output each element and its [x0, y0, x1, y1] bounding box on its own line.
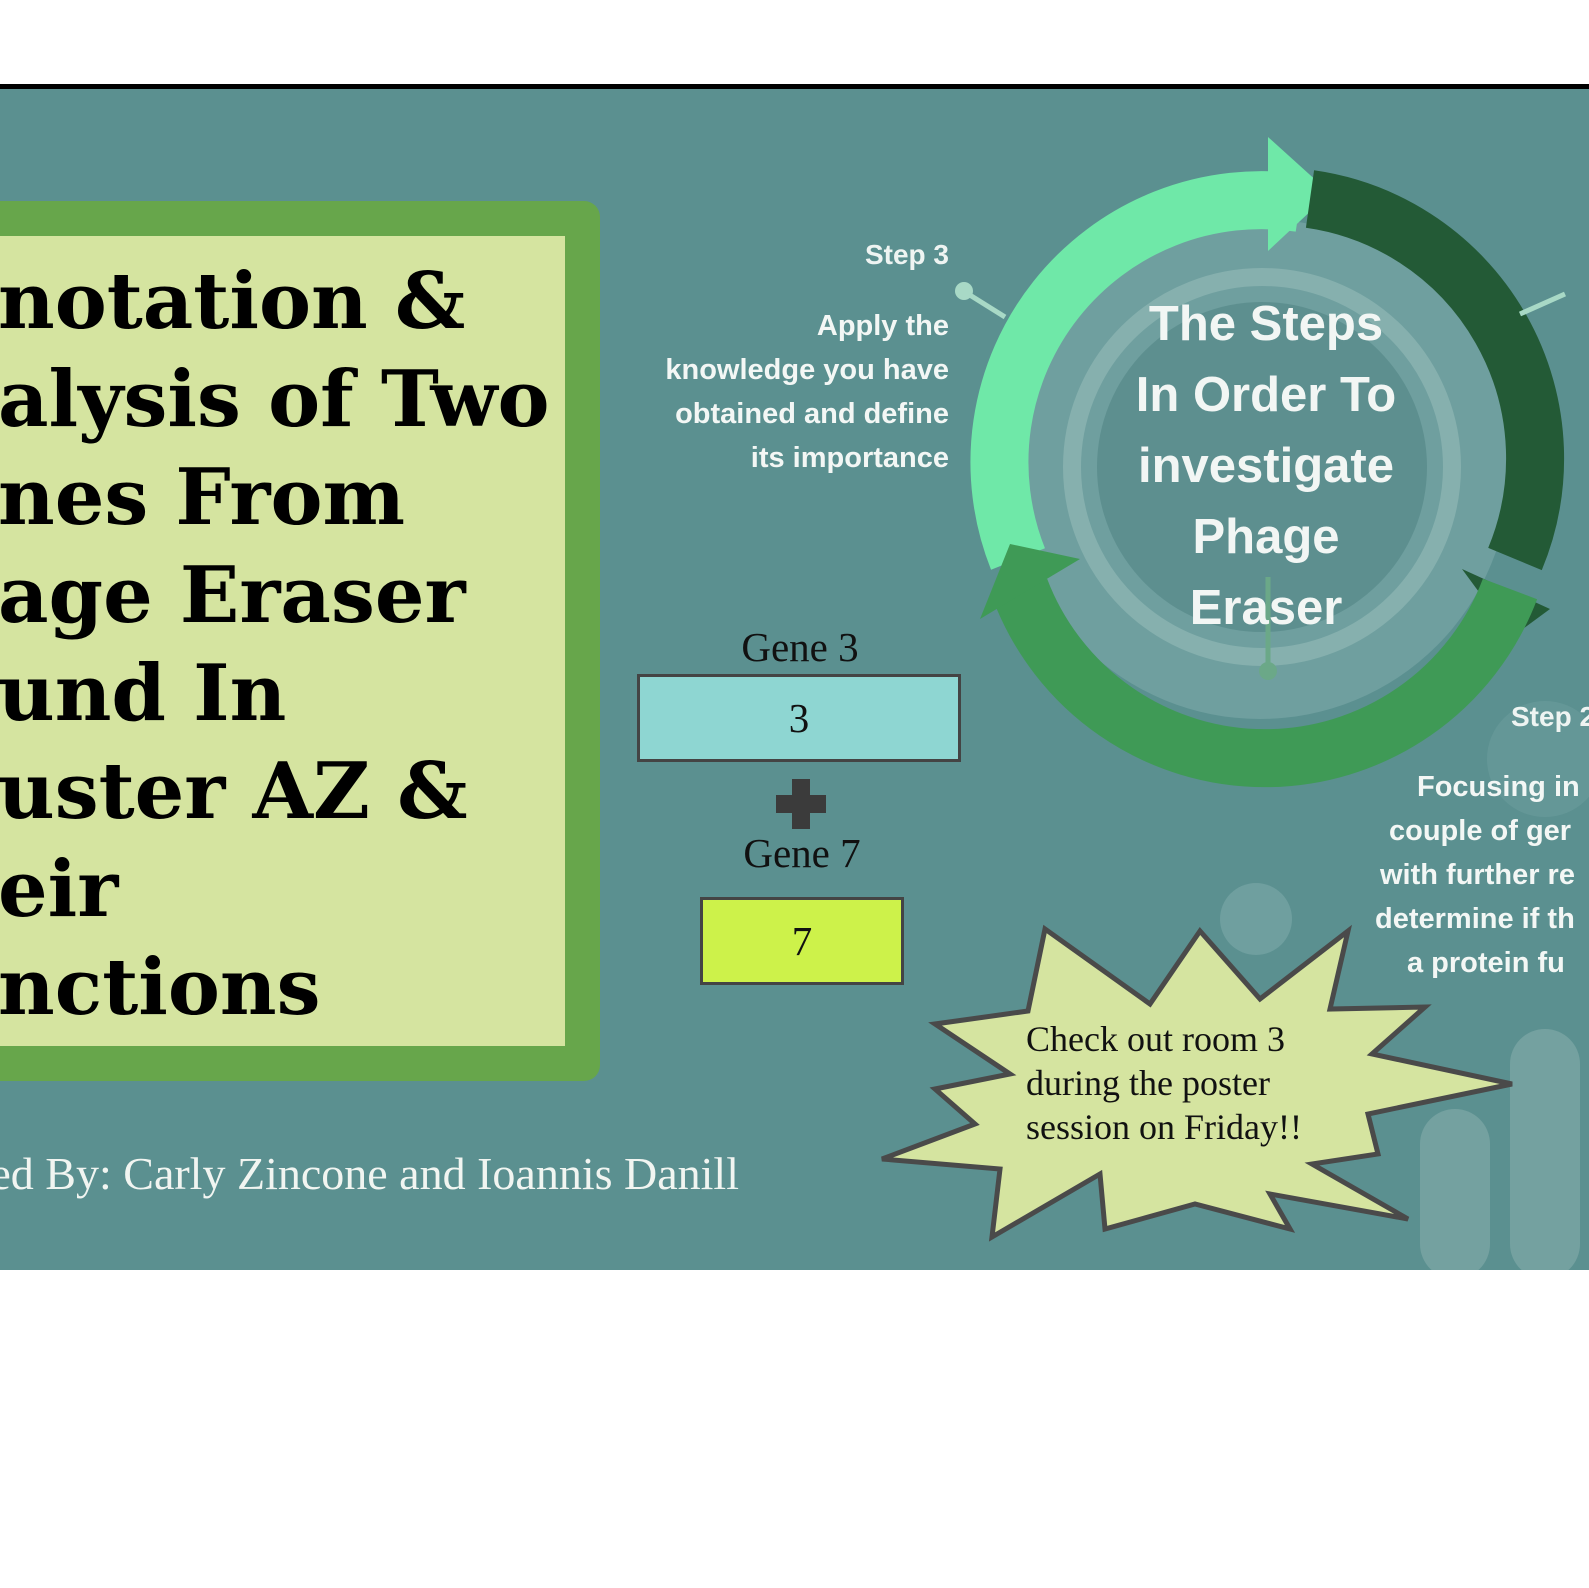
step3-text-line: Apply the [816, 310, 949, 342]
step2-label: Step 2 [1511, 701, 1589, 732]
title-line: und In [0, 648, 287, 739]
step2-text-line: determine if th [1375, 903, 1575, 935]
gene7-value: 7 [791, 918, 813, 964]
center-pointer-dot [1259, 662, 1277, 680]
step3-text-line: its importance [750, 442, 949, 474]
decor-bar [1510, 1029, 1580, 1270]
plus-icon [776, 779, 826, 829]
step3-text-line: knowledge you have [665, 354, 949, 386]
gene7-box: 7 [700, 897, 904, 985]
arrowhead-mid [980, 544, 1080, 619]
arrowhead-light [1268, 137, 1330, 251]
step2-text-line: couple of ger [1389, 815, 1572, 847]
callout-line: session on Friday!! [1026, 1107, 1302, 1147]
cycle-inner-ring [1063, 268, 1461, 666]
slide: notation & alysis of Two nes From age Er… [0, 84, 1589, 1270]
callout-line: Check out room 3 [1026, 1019, 1285, 1059]
callout-starburst [881, 924, 1513, 1242]
callout-line: during the poster [1026, 1063, 1270, 1103]
cycle-center [1097, 302, 1427, 632]
arc-dark [1305, 170, 1565, 571]
cycle-title-line: The Steps [1148, 297, 1384, 351]
circular-arrows-icon [881, 137, 1589, 1270]
step2-text-line: with further re [1380, 859, 1575, 891]
title-card: notation & alysis of Two nes From age Er… [0, 236, 565, 1046]
decor-circle [1220, 883, 1292, 955]
step3-pointer [963, 289, 1007, 320]
title-line: nctions [0, 942, 321, 1033]
step2-description: Focusing in couple of ger with further r… [1375, 765, 1589, 985]
step2-text-line: a protein fu [1407, 947, 1565, 979]
step2-text-line: Focusing in [1417, 771, 1580, 803]
gene3-label: Gene 3 [741, 624, 859, 670]
title-line: notation & [0, 256, 466, 347]
authors-line: ed By: Carly Zincone and Ioannis Danill [0, 1148, 739, 1199]
callout-text: Check out room 3 during the poster sessi… [1026, 1017, 1386, 1149]
arc-light [970, 171, 1305, 570]
cycle-title-line: Phage [1192, 510, 1340, 564]
step1-pointer [1518, 291, 1567, 317]
cycle-title: The Steps In Order To investigate Phage … [1106, 289, 1426, 644]
decor-circle [1487, 701, 1589, 817]
cycle-title-line: In Order To [1135, 368, 1397, 422]
title-line: eir [0, 844, 119, 935]
title-line: alysis of Two [0, 354, 550, 445]
gene7-label: Gene 7 [743, 830, 861, 876]
arc-mid [992, 578, 1538, 788]
step3-description: Apply the knowledge you have obtained an… [629, 304, 949, 480]
step3-pointer-dot [955, 282, 973, 300]
step3-label: Step 3 [864, 239, 949, 270]
title-line: uster AZ & [0, 746, 468, 837]
cycle-title-line: investigate [1138, 439, 1394, 493]
title-line: nes From [0, 452, 406, 543]
gene3-value: 3 [788, 695, 810, 741]
title-line: age Eraser [0, 550, 466, 641]
cycle-title-line: Eraser [1189, 581, 1343, 635]
decor-bar [1420, 1109, 1490, 1270]
gene3-box: 3 [637, 674, 961, 762]
step3-text-line: obtained and define [675, 398, 949, 430]
